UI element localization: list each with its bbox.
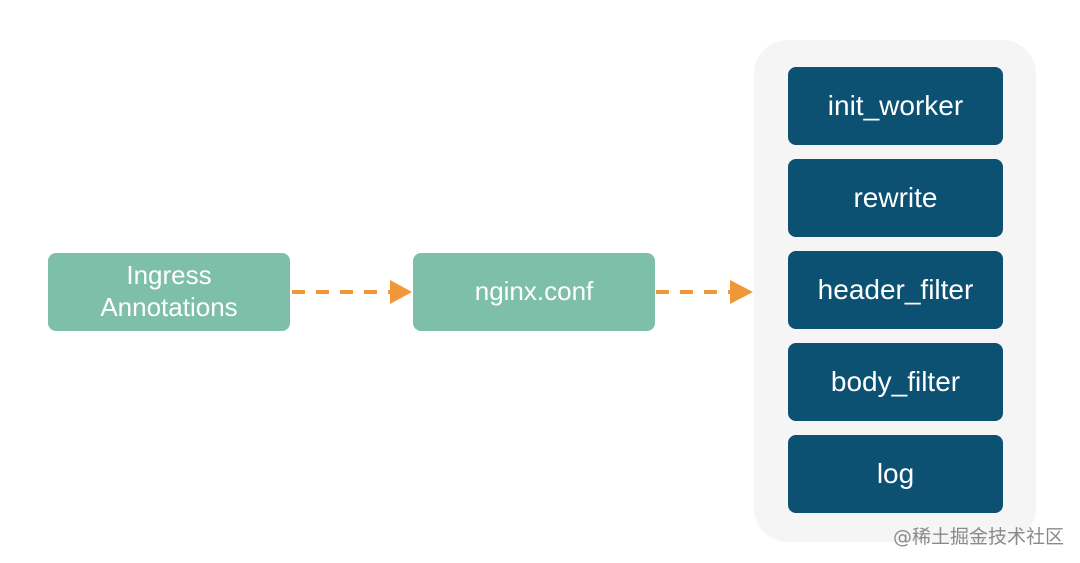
phase-label: header_filter	[817, 274, 974, 305]
phase-rewrite: rewrite	[788, 159, 1003, 237]
phase-label: log	[876, 458, 915, 489]
ingress-annotations-node: Ingress Annotations	[48, 253, 290, 331]
phase-label: body_filter	[830, 366, 961, 397]
phase-label: init_worker	[827, 90, 964, 121]
arrow-nginx-to-phases	[656, 280, 753, 304]
nginx-conf-label: nginx.conf	[474, 276, 594, 307]
nginx-conf-node: nginx.conf	[413, 253, 655, 331]
phase-label: rewrite	[853, 182, 938, 213]
watermark: @稀土掘金技术社区	[892, 526, 1064, 548]
arrow-annotations-to-nginx	[292, 280, 412, 304]
phase-header-filter: header_filter	[788, 251, 1003, 329]
phase-body-filter: body_filter	[788, 343, 1003, 421]
ingress-annotations-label: Ingress Annotations	[100, 260, 238, 322]
phase-log: log	[788, 435, 1003, 513]
phase-init-worker: init_worker	[788, 67, 1003, 145]
